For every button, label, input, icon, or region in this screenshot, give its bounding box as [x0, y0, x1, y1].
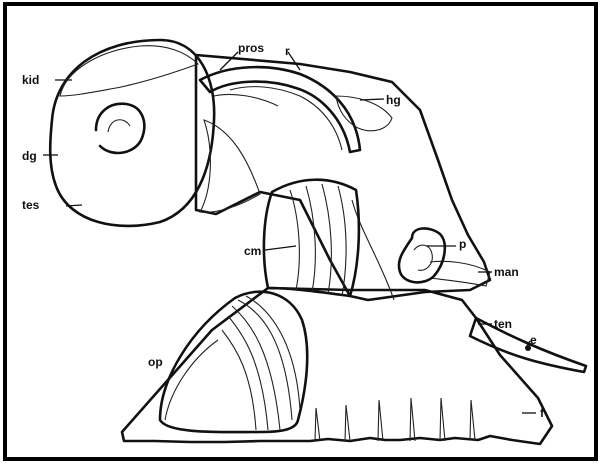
label-tes: tes: [22, 198, 40, 212]
figure-frame: [5, 4, 596, 459]
label-op: op: [148, 355, 163, 369]
label-kid: kid: [22, 73, 39, 87]
label-e: e: [530, 333, 537, 347]
label-pros: pros: [238, 41, 264, 55]
label-ten: ten: [494, 317, 512, 331]
label-cm: cm: [244, 244, 261, 258]
label-dg: dg: [22, 149, 37, 163]
label-r: r: [285, 44, 290, 58]
label-p: p: [459, 237, 466, 251]
label-man: man: [494, 265, 519, 279]
label-hg: hg: [386, 93, 401, 107]
